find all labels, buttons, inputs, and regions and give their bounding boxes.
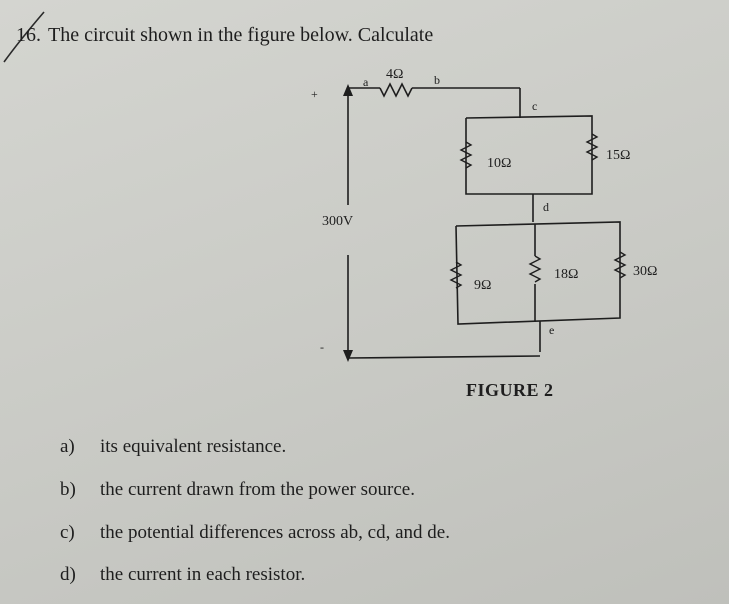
source-voltage-label: 300V (322, 214, 353, 229)
resistor-15-ohm-label: 15Ω (606, 148, 630, 163)
part-a-text: its equivalent resistance. (100, 436, 287, 457)
part-b-text: the current drawn from the power source. (100, 479, 415, 500)
resistor-15-ohm-symbol (585, 133, 599, 161)
resistor-30-ohm-label: 30Ω (633, 264, 657, 279)
resistor-10-ohm-symbol (459, 141, 473, 169)
part-d-text: the current in each resistor. (100, 564, 306, 585)
source-minus-sign: - (320, 340, 324, 354)
bottom-return-wire (347, 355, 541, 359)
source-up-arrow (343, 84, 353, 96)
part-d-letter: d) (60, 564, 76, 585)
part-c-letter: c) (60, 522, 75, 543)
node-a-label: a (363, 75, 369, 89)
node-b-label: b (434, 73, 440, 87)
resistor-18-ohm-label: 18Ω (554, 267, 578, 282)
resistor-9-ohm-label: 9Ω (474, 278, 491, 293)
part-b-letter: b) (60, 479, 76, 500)
part-c-text: the potential differences across ab, cd,… (100, 522, 450, 543)
source-plus-sign: + (311, 87, 318, 101)
part-a-letter: a) (60, 436, 75, 457)
resistor-18-ohm-symbol (528, 255, 542, 283)
node-d-label: d (543, 200, 549, 214)
resistor-4-ohm-label: 4Ω (386, 67, 403, 82)
upper-parallel-block (465, 115, 593, 195)
node-c-label: c (532, 99, 537, 113)
part-c: c) the potential differences across ab, c… (60, 522, 450, 544)
resistor-30-ohm-symbol (613, 251, 627, 279)
resistor-10-ohm-label: 10Ω (487, 156, 511, 171)
node-e-label: e (549, 323, 554, 337)
source-down-arrow (343, 350, 353, 362)
part-d: d) the current in each resistor. (60, 564, 305, 586)
lower-parallel-block (455, 221, 621, 325)
resistor-4-ohm-symbol (379, 82, 413, 98)
resistor-9-ohm-symbol (449, 261, 463, 289)
figure-caption: FIGURE 2 (466, 380, 554, 400)
question-number: 16. (16, 24, 41, 46)
question-prompt: The circuit shown in the figure below. C… (48, 24, 434, 46)
part-b: b) the current drawn from the power sourc… (60, 479, 415, 501)
part-a: a) its equivalent resistance. (60, 436, 286, 458)
